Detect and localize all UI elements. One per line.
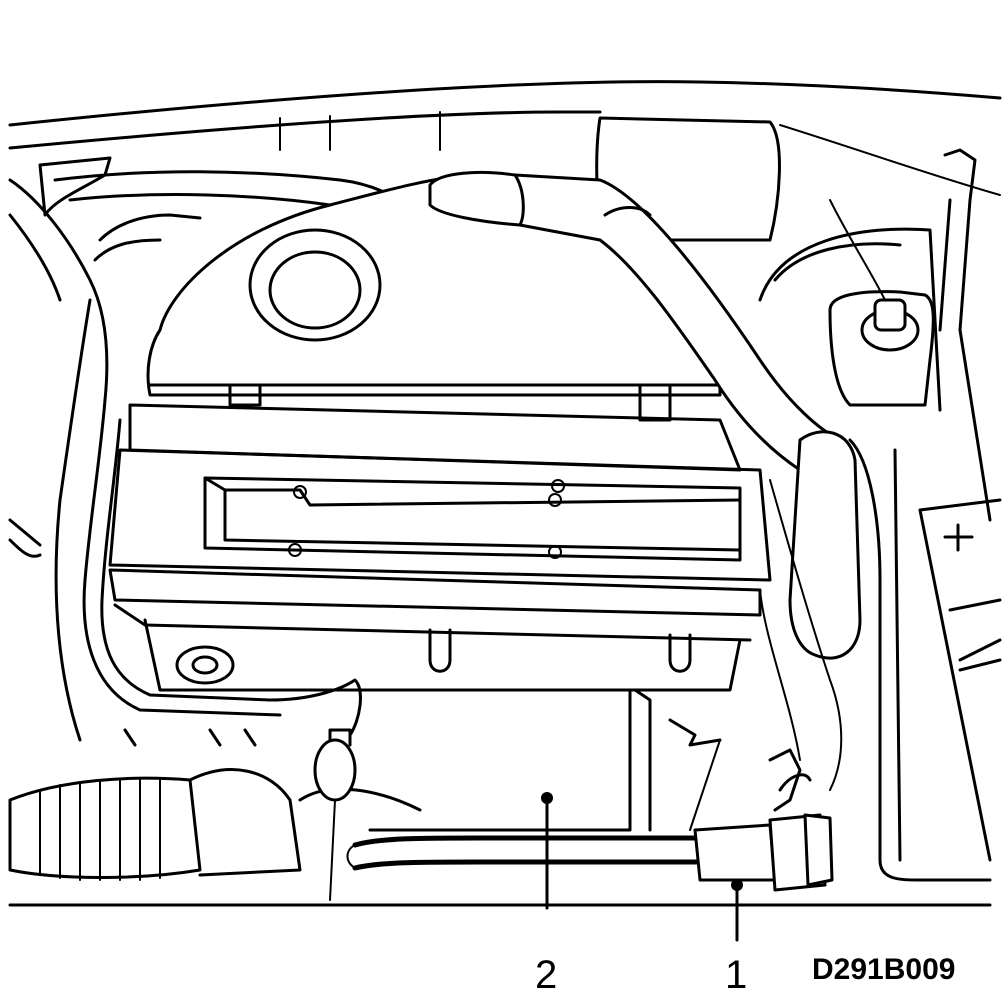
left-harness [8,298,362,742]
battery-plus-icon [943,523,974,552]
leader-2 [541,792,553,910]
valve-cover [108,403,772,642]
steering-rack [8,728,422,901]
cable [346,835,703,871]
right-components [758,148,1002,862]
connector-1-icon [668,718,834,892]
leader-1 [731,879,743,942]
hood-edge [8,80,1002,242]
figure-code: D291B009 [812,953,956,986]
rack-boot-icon [8,776,202,879]
coolant-hoses [759,430,992,882]
engine-block [143,618,742,832]
callout-2-label: 2 [535,953,558,997]
callout-1-label: 1 [725,953,748,997]
